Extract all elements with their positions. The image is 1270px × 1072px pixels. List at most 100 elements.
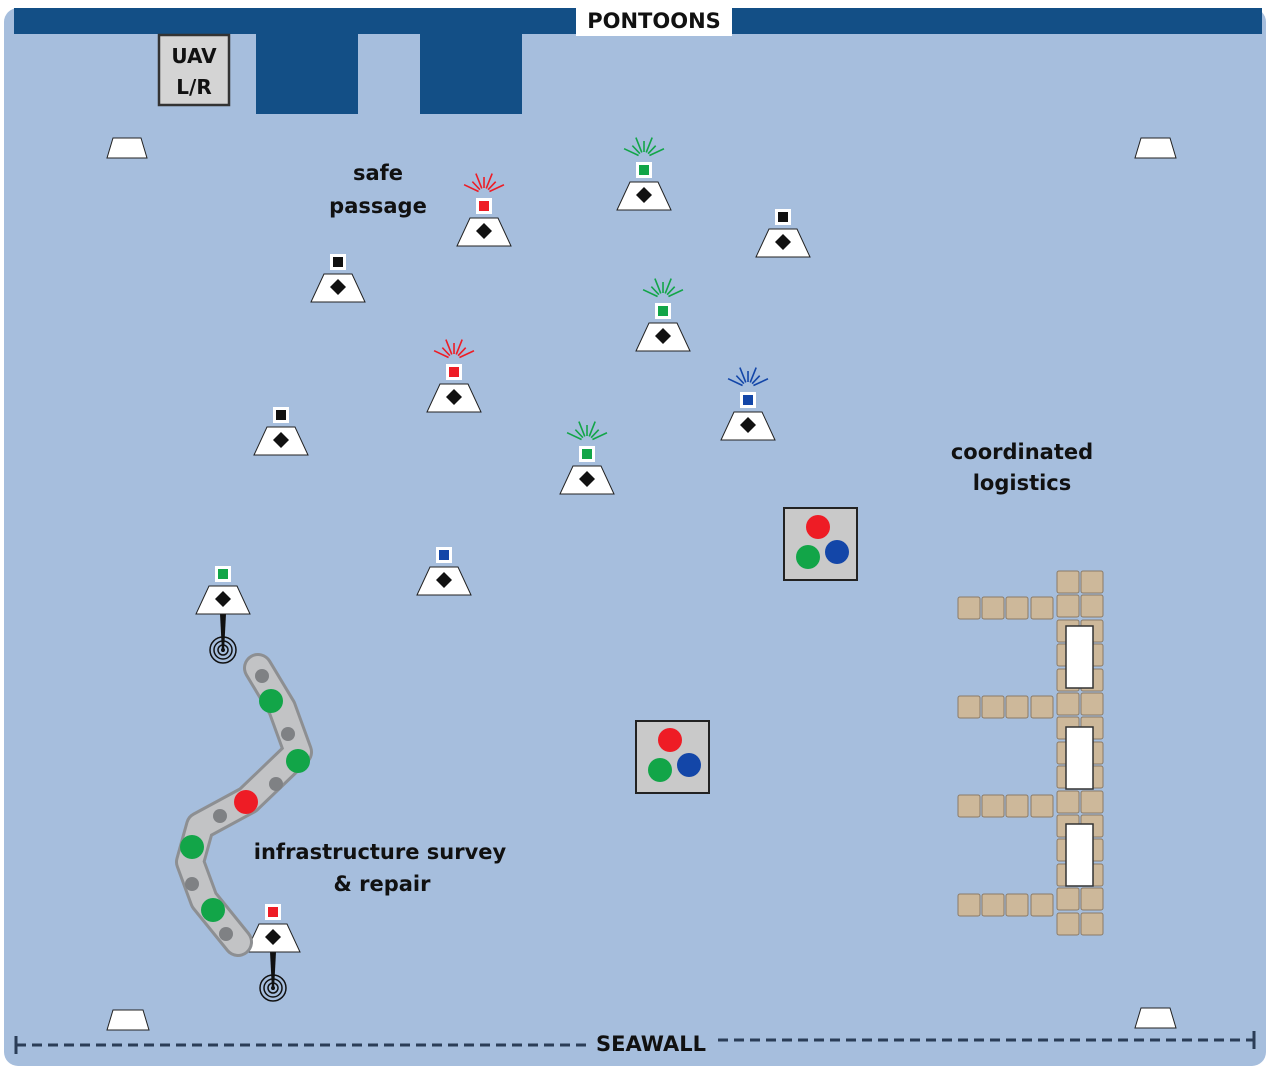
vehicle-layer: [195, 137, 811, 1002]
dock-block: [981, 893, 1005, 917]
pipe-joint: [219, 927, 233, 941]
vehicle-green-signal-3: [559, 421, 615, 495]
dock-block: [1005, 893, 1029, 917]
signal-burst-icon: [727, 367, 769, 387]
team-box-1: [783, 507, 858, 581]
seawall-label: SEAWALL: [596, 1032, 706, 1056]
dock-block: [1030, 596, 1054, 620]
survey-label-line2: & repair: [334, 872, 432, 896]
diamond-icon: [273, 432, 289, 448]
beacon-light: [218, 569, 228, 579]
pipe-node-green: [180, 835, 204, 859]
beacon-light: [743, 395, 753, 405]
diamond-icon: [636, 187, 652, 203]
beacon-light: [658, 306, 668, 316]
beacon-light: [439, 550, 449, 560]
sonar-ping-icon: [209, 614, 237, 664]
pipe-joint: [281, 727, 295, 741]
pipeline: [175, 653, 313, 957]
diamond-icon: [436, 572, 452, 588]
diamond-icon: [446, 389, 462, 405]
pipe-node-green: [286, 749, 310, 773]
dock-block: [1005, 695, 1029, 719]
harbor-water: [4, 8, 1266, 1066]
pipe-joint: [269, 777, 283, 791]
signal-burst-icon: [433, 339, 475, 359]
dock-block: [957, 695, 981, 719]
dock-block: [1056, 887, 1080, 911]
diamond-icon: [655, 328, 671, 344]
safe-passage-label-line2: passage: [329, 194, 427, 218]
dock-block: [1080, 570, 1104, 594]
pipe-joint: [255, 669, 269, 683]
pipe-joint: [185, 877, 199, 891]
dock-block: [1005, 794, 1029, 818]
diamond-icon: [215, 591, 231, 607]
pontoon-finger-2: [420, 8, 522, 114]
dock-block: [981, 695, 1005, 719]
logistics-label-line2: logistics: [973, 471, 1072, 495]
team-boxes: [635, 507, 858, 794]
dock-block: [1056, 570, 1080, 594]
vehicle-green-sonar: [195, 566, 251, 664]
dock-block: [1030, 695, 1054, 719]
team-dot-blue: [677, 753, 701, 777]
vehicle-red-signal-1: [456, 173, 512, 247]
team-dot-red: [806, 515, 830, 539]
dock-block: [1080, 912, 1104, 936]
beacon-light: [479, 201, 489, 211]
logistics-dock: [957, 570, 1104, 936]
dock-block: [1080, 692, 1104, 716]
signal-burst-icon: [566, 421, 608, 441]
corner-buoy-top-left: [106, 137, 148, 159]
corner-buoy-bottom-left: [106, 1009, 150, 1031]
uav-launch-recovery-box: UAV L/R: [157, 33, 231, 107]
dock-block: [1080, 887, 1104, 911]
beacon-light: [778, 212, 788, 222]
vehicle-blue-1: [416, 547, 472, 596]
corner-buoys: [106, 137, 1177, 1031]
dock-block: [1056, 594, 1080, 618]
signal-burst-icon: [642, 278, 684, 298]
logistics-label-line1: coordinated: [951, 440, 1093, 464]
vehicle-blue-signal-1: [720, 367, 776, 441]
beacon-light: [276, 410, 286, 420]
vehicle-green-signal-2: [635, 278, 691, 352]
diamond-icon: [265, 929, 281, 945]
seawall: [14, 1031, 1256, 1054]
beacon-light: [268, 907, 278, 917]
dock-block: [1030, 794, 1054, 818]
dock-block: [1030, 893, 1054, 917]
dock-block: [1056, 790, 1080, 814]
pontoon-finger-1: [256, 8, 358, 114]
dock-block: [1056, 692, 1080, 716]
team-dot-red: [658, 728, 682, 752]
team-dot-green: [796, 545, 820, 569]
diamond-icon: [579, 471, 595, 487]
uav-label-line1: UAV: [171, 44, 217, 68]
signal-burst-icon: [463, 173, 505, 193]
pipe-node-green: [201, 898, 225, 922]
team-dot-blue: [825, 540, 849, 564]
vehicle-green-signal-1: [616, 137, 672, 211]
diamond-icon: [476, 223, 492, 239]
diamond-icon: [740, 417, 756, 433]
team-box-2: [635, 720, 710, 794]
dock-block: [957, 893, 981, 917]
dock-block: [981, 596, 1005, 620]
beacon-light: [582, 449, 592, 459]
beacon-light: [333, 257, 343, 267]
team-dot-green: [648, 758, 672, 782]
dock-block: [957, 794, 981, 818]
moored-vessel: [1065, 625, 1094, 689]
uav-label-line2: L/R: [176, 75, 211, 99]
vehicle-red-signal-2: [426, 339, 482, 413]
dock-block: [1005, 596, 1029, 620]
pipe-node-red: [234, 790, 258, 814]
vehicle-black-2: [310, 254, 366, 303]
pontoons-label: PONTOONS: [587, 9, 721, 33]
sonar-ping-icon: [259, 952, 287, 1002]
dock-block: [1080, 594, 1104, 618]
signal-burst-icon: [623, 137, 665, 157]
